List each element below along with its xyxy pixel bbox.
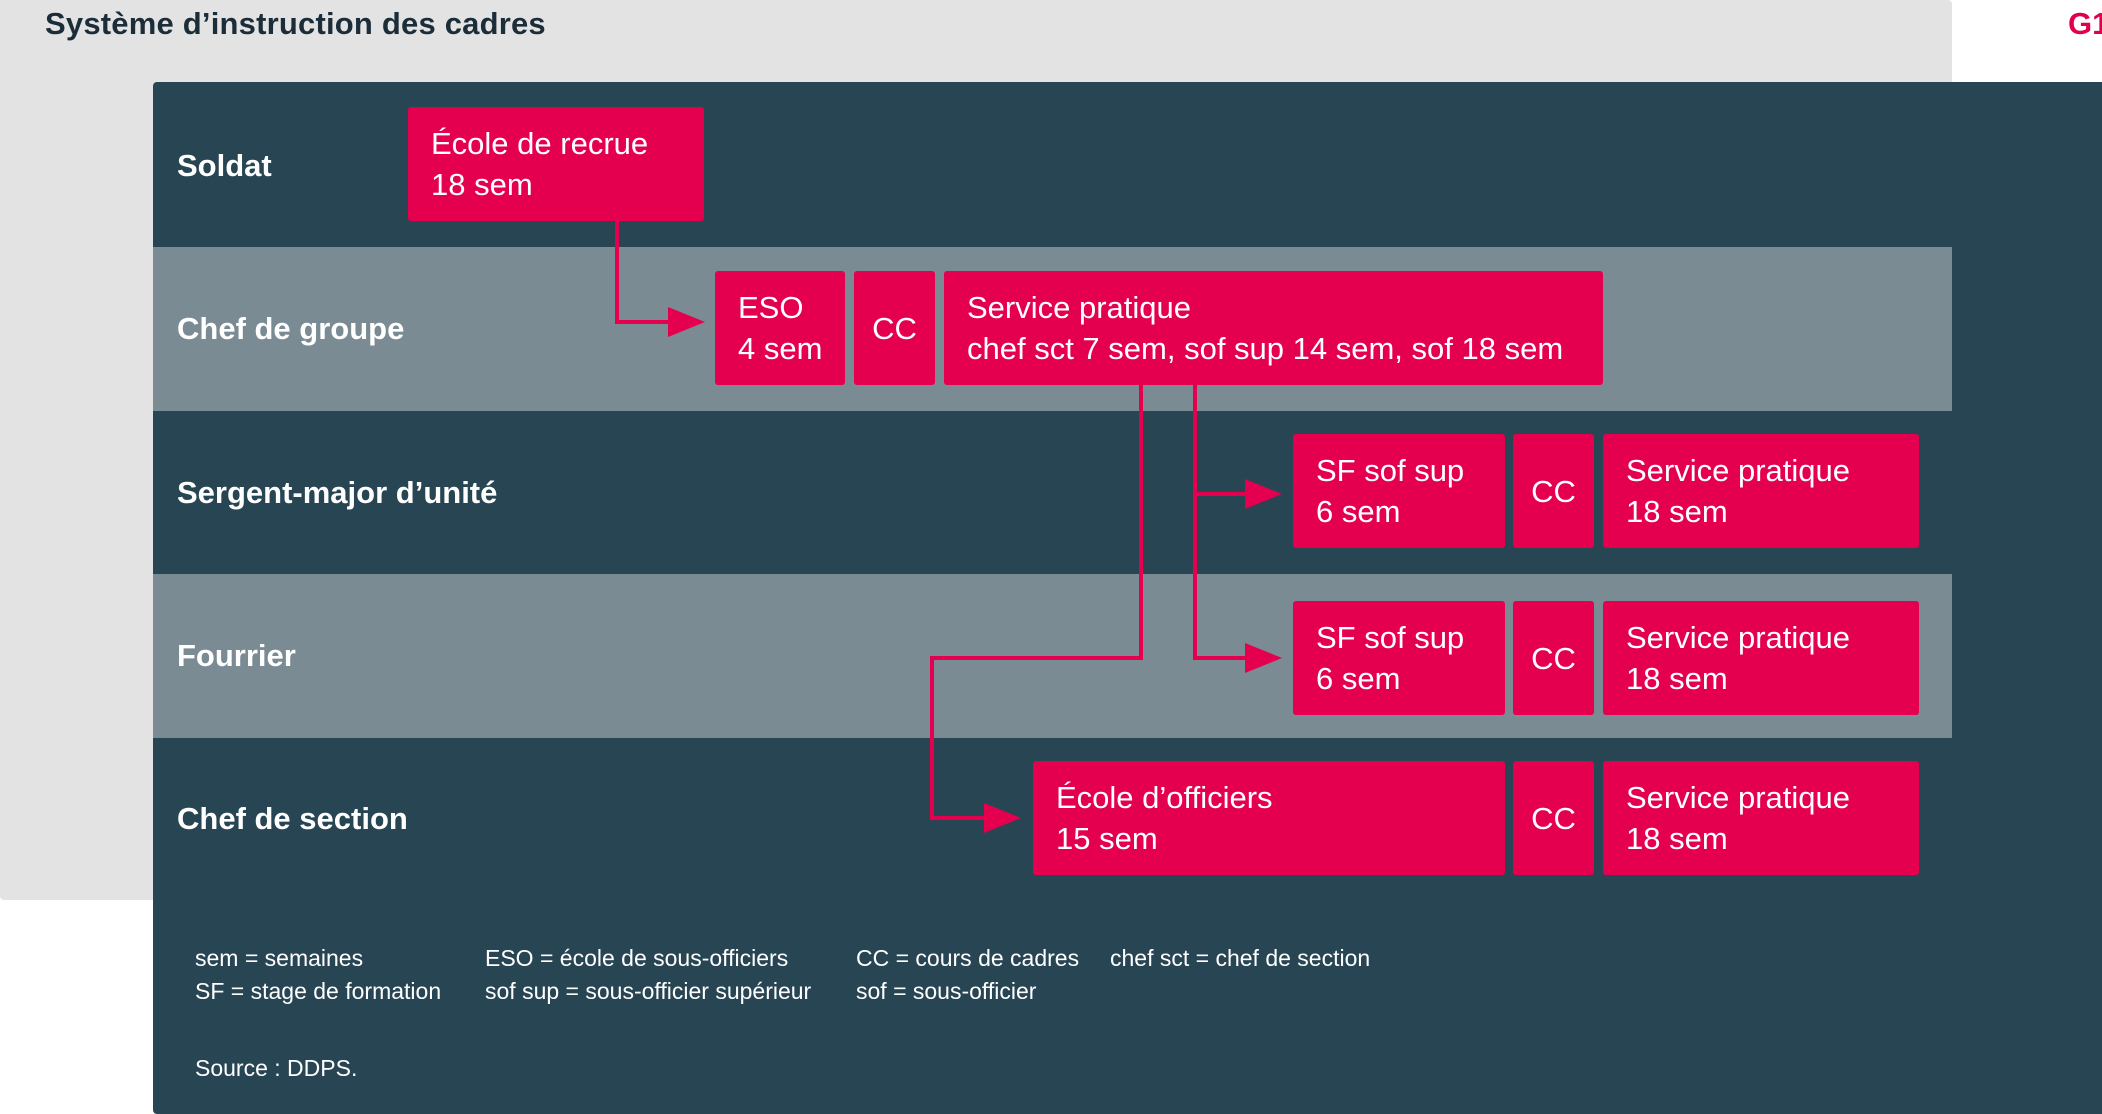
box-sf-sof-sup-sergent: SF sof sup 6 sem xyxy=(1293,434,1505,548)
legend-item: sof = sous-officier xyxy=(856,978,1037,1004)
row-label-soldat: Soldat xyxy=(177,148,272,183)
arrow-to-sf-fourrier xyxy=(1193,494,1245,660)
legend-column-2: ESO = école de sous-officiers sof sup = … xyxy=(485,942,811,1008)
row-label-chef-de-groupe: Chef de groupe xyxy=(177,311,405,346)
legend-item: SF = stage de formation xyxy=(195,978,442,1004)
source-note: Source : DDPS. xyxy=(195,1055,358,1081)
box-cc-groupe: CC xyxy=(854,271,935,385)
box-service-pratique-section: Service pratique 18 sem xyxy=(1603,761,1919,875)
figure-id: G1 xyxy=(2068,6,2102,41)
legend-column-1: sem = semaines SF = stage de formation xyxy=(195,942,441,1008)
box-eso: ESO 4 sem xyxy=(715,271,845,385)
box-cc-fourrier: CC xyxy=(1513,601,1594,715)
box-ecole-d-officiers: École d’officiers 15 sem xyxy=(1033,761,1505,875)
box-ecole-de-recrue: École de recrue 18 sem xyxy=(408,107,704,221)
legend-item: sof sup = sous-officier supérieur xyxy=(485,978,812,1004)
arrow-to-sf-sergent xyxy=(1193,385,1245,496)
arrow-recrue-to-eso xyxy=(615,221,670,324)
box-service-pratique-fourrier: Service pratique 18 sem xyxy=(1603,601,1919,715)
row-label-chef-de-section: Chef de section xyxy=(177,801,408,836)
legend-item: chef sct = chef de section xyxy=(1110,945,1371,971)
box-service-pratique-groupe: Service pratique chef sct 7 sem, sof sup… xyxy=(944,271,1603,385)
box-cc-sergent: CC xyxy=(1513,434,1594,548)
row-label-fourrier: Fourrier xyxy=(177,638,296,673)
box-service-pratique-sergent: Service pratique 18 sem xyxy=(1603,434,1919,548)
legend-column-4: chef sct = chef de section xyxy=(1110,942,1370,975)
legend-column-3: CC = cours de cadres sof = sous-officier xyxy=(856,942,1079,1008)
legend-item: ESO = école de sous-officiers xyxy=(485,945,789,971)
arrow-to-ecole-officiers xyxy=(930,385,1143,820)
box-cc-section: CC xyxy=(1513,761,1594,875)
box-sf-sof-sup-fourrier: SF sof sup 6 sem xyxy=(1293,601,1505,715)
row-label-sergent-major: Sergent-major d’unité xyxy=(177,475,498,510)
legend-item: sem = semaines xyxy=(195,945,364,971)
legend-item: CC = cours de cadres xyxy=(856,945,1080,971)
chart-title: Système d’instruction des cadres xyxy=(45,6,546,41)
